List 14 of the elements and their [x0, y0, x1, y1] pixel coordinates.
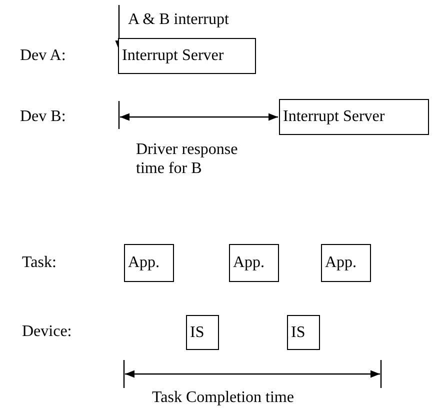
process-box: Interrupt Server	[118, 38, 256, 74]
dimension-label: Driver response time for B	[136, 140, 239, 178]
task-box: App.	[229, 244, 279, 282]
process-box: Interrupt Server	[279, 99, 429, 135]
process-box: IS	[287, 315, 320, 350]
row-label: Device:	[22, 322, 72, 341]
row-label: Task:	[22, 253, 56, 272]
dimension-label: Task Completion time	[152, 388, 294, 407]
task-box: App.	[321, 244, 371, 282]
row-label: Dev B:	[20, 107, 66, 126]
task-box: App.	[124, 244, 174, 282]
annotation-text: A & B interrupt	[128, 10, 229, 29]
row-label: Dev A:	[20, 46, 66, 65]
process-box: IS	[186, 315, 219, 350]
